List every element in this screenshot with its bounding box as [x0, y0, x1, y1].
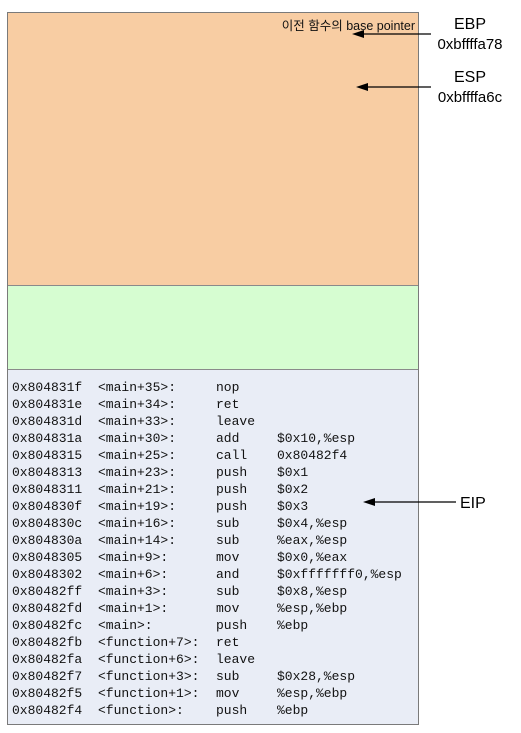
- instruction-address: 0x80482fc: [12, 618, 83, 633]
- instruction-opcode: ret: [216, 635, 240, 650]
- instruction-address: 0x8048302: [12, 567, 83, 582]
- instruction-opcode: push: [216, 703, 248, 718]
- instruction-address: 0x80482f4: [12, 703, 83, 718]
- instruction-operands: $0x0,%eax: [277, 550, 348, 565]
- instruction-symbol: <main+33>:: [98, 414, 177, 429]
- instruction-opcode: sub: [216, 669, 240, 684]
- instruction-opcode: call: [216, 448, 248, 463]
- instruction-opcode: push: [216, 465, 248, 480]
- instruction-symbol: <main+35>:: [98, 380, 177, 395]
- code-segment: 0x804831f <main+35>: nop 0x804831e <main+34>…: [8, 370, 418, 724]
- instruction-opcode: mov: [216, 686, 240, 701]
- instruction-address: 0x804831d: [12, 414, 83, 429]
- instruction-symbol: <main+19>:: [98, 499, 177, 514]
- instruction-operands: %ebp: [277, 703, 309, 718]
- instruction-operands: $0x2: [277, 482, 309, 497]
- instruction-opcode: and: [216, 567, 240, 582]
- instruction-opcode: sub: [216, 516, 240, 531]
- instruction-symbol: <main+3>:: [98, 584, 169, 599]
- instruction-opcode: ret: [216, 397, 240, 412]
- instruction-operands: %ebp: [277, 618, 309, 633]
- instruction-opcode: leave: [216, 414, 256, 429]
- instruction-symbol: <main+30>:: [98, 431, 177, 446]
- stack-segment: 이전 함수의 base pointer: [8, 13, 418, 286]
- instruction-symbol: <main+16>:: [98, 516, 177, 531]
- instruction-address: 0x8048311: [12, 482, 83, 497]
- memory-diagram: 이전 함수의 base pointer 0x804831f <main+35>: n…: [7, 12, 419, 725]
- instruction-opcode: nop: [216, 380, 240, 395]
- instruction-address: 0x80482fb: [12, 635, 83, 650]
- instruction-address: 0x80482f7: [12, 669, 83, 684]
- instruction-operands: %esp,%ebp: [277, 601, 348, 616]
- esp-name: ESP: [453, 69, 486, 86]
- instruction-operands: $0x3: [277, 499, 309, 514]
- instruction-address: 0x8048315: [12, 448, 83, 463]
- instruction-symbol: <function+3>:: [98, 669, 200, 684]
- instruction-symbol: <main+25>:: [98, 448, 177, 463]
- instruction-operands: %eax,%esp: [277, 533, 348, 548]
- data-segment: [8, 286, 418, 370]
- instruction-address: 0x80482fd: [12, 601, 83, 616]
- instruction-address: 0x804831e: [12, 397, 83, 412]
- instruction-operands: $0x10,%esp: [277, 431, 356, 446]
- eip-register-label: EIP: [460, 495, 486, 512]
- esp-register-label: ESP 0xbffffa6c: [431, 68, 509, 107]
- instruction-address: 0x80482f5: [12, 686, 83, 701]
- instruction-symbol: <main+34>:: [98, 397, 177, 412]
- instruction-operands: $0x28,%esp: [277, 669, 356, 684]
- instruction-operands: $0x1: [277, 465, 309, 480]
- instruction-symbol: <function+7>:: [98, 635, 200, 650]
- instruction-opcode: leave: [216, 652, 256, 667]
- instruction-symbol: <function+1>:: [98, 686, 200, 701]
- instruction-address: 0x8048313: [12, 465, 83, 480]
- esp-value: 0xbffffa6c: [437, 89, 503, 106]
- instruction-operands: 0x80482f4: [277, 448, 348, 463]
- instruction-address: 0x80482fa: [12, 652, 83, 667]
- instruction-symbol: <main+23>:: [98, 465, 177, 480]
- instruction-address: 0x804830a: [12, 533, 83, 548]
- instruction-symbol: <main+21>:: [98, 482, 177, 497]
- instruction-opcode: push: [216, 618, 248, 633]
- instruction-address: 0x804831f: [12, 380, 83, 395]
- instruction-symbol: <main+14>:: [98, 533, 177, 548]
- instruction-address: 0x804830c: [12, 516, 83, 531]
- ebp-register-label: EBP 0xbffffa78: [431, 15, 509, 54]
- saved-base-pointer-label: 이전 함수의 base pointer: [281, 19, 415, 33]
- instruction-symbol: <function+6>:: [98, 652, 200, 667]
- instruction-symbol: <main+9>:: [98, 550, 169, 565]
- instruction-operands: $0xfffffff0,%esp: [277, 567, 402, 582]
- instruction-symbol: <function>:: [98, 703, 184, 718]
- instruction-opcode: mov: [216, 550, 240, 565]
- ebp-value: 0xbffffa78: [437, 36, 503, 53]
- instruction-opcode: mov: [216, 601, 240, 616]
- instruction-address: 0x804831a: [12, 431, 83, 446]
- instruction-opcode: sub: [216, 584, 240, 599]
- instruction-opcode: push: [216, 499, 248, 514]
- instruction-opcode: sub: [216, 533, 240, 548]
- instruction-address: 0x804830f: [12, 499, 83, 514]
- instruction-address: 0x80482ff: [12, 584, 83, 599]
- instruction-address: 0x8048305: [12, 550, 83, 565]
- instruction-symbol: <main+1>:: [98, 601, 169, 616]
- instruction-operands: %esp,%ebp: [277, 686, 348, 701]
- instruction-operands: $0x4,%esp: [277, 516, 348, 531]
- instruction-opcode: add: [216, 431, 240, 446]
- instruction-opcode: push: [216, 482, 248, 497]
- ebp-name: EBP: [453, 16, 486, 33]
- instruction-symbol: <main+6>:: [98, 567, 169, 582]
- instruction-symbol: <main>:: [98, 618, 153, 633]
- instruction-operands: $0x8,%esp: [277, 584, 348, 599]
